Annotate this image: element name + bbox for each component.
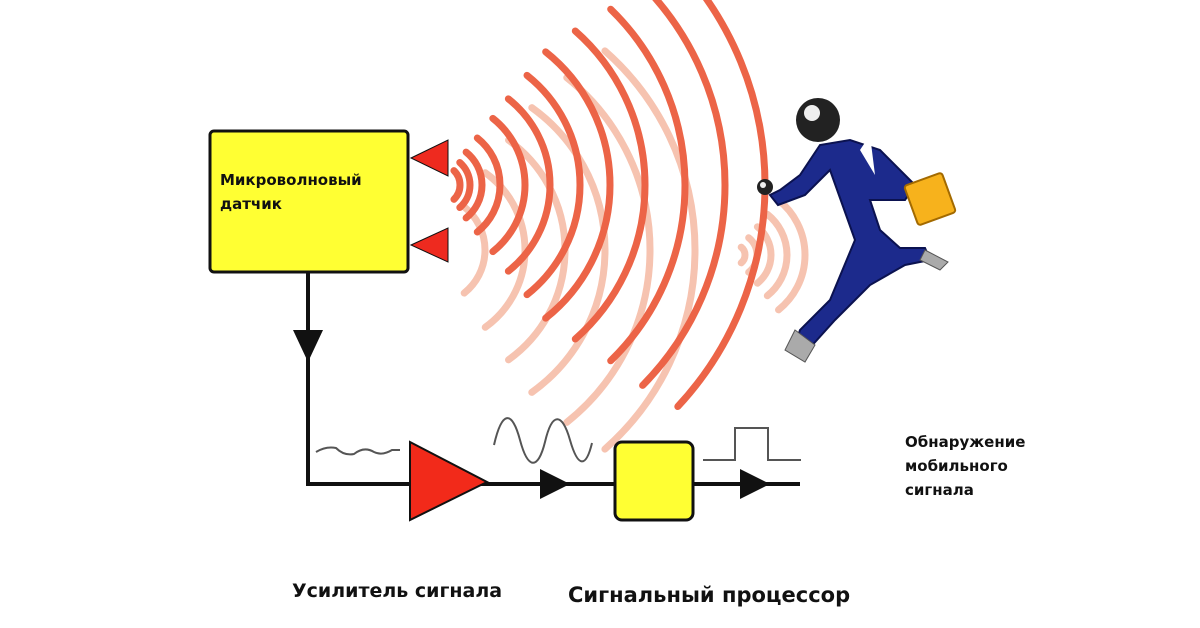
reflected-wave-arc (763, 210, 791, 300)
emitted-wave-arc (504, 95, 554, 275)
emitted-wave-arc (456, 158, 474, 212)
reflected-wave-arc (775, 196, 809, 314)
detection-label-line1: Обнаружение (905, 433, 1026, 451)
reflected-wave-arc (601, 47, 699, 453)
emitted-wave-arc (462, 148, 486, 222)
sensor-label: Микроволновый датчик (220, 168, 362, 216)
emitted-wave-arc (450, 167, 464, 203)
reflected-wave-arc (563, 74, 654, 426)
emitted-wave-arc (607, 5, 689, 365)
reflected-wave-arc (505, 136, 569, 364)
pulse-wave (703, 427, 801, 461)
amplifier-triangle (409, 440, 490, 522)
emitter-top (409, 139, 449, 177)
arrow-right-icon (740, 469, 770, 499)
reflected-wave-arc (528, 104, 609, 396)
detection-label-line2: мобильного (905, 457, 1008, 475)
processor-label: Сигнальный процессор (568, 583, 851, 607)
signal-processor-box (613, 440, 695, 522)
emitted-wave-arc (639, 0, 729, 389)
amplifier-label: Усилитель сигнала (292, 580, 503, 602)
sensor-label-line2: датчик (220, 195, 282, 213)
emitted-wave-arc (473, 134, 504, 236)
emitted-wave-arc (542, 48, 614, 322)
weak-signal-wave (315, 446, 400, 456)
sensor-label-line1: Микроволновый (220, 171, 362, 189)
amplified-sine-wave (493, 417, 593, 464)
arrow-right-icon (540, 469, 570, 499)
emitted-wave-arc (523, 71, 584, 299)
emitted-wave-arc (489, 114, 529, 256)
emitted-wave-arc (571, 27, 649, 343)
arrow-down-icon (293, 330, 323, 362)
running-person (757, 98, 957, 363)
detection-label: Обнаружение мобильного сигнала (905, 430, 1025, 502)
emitter-bottom (409, 227, 449, 263)
emitted-waves (450, 0, 769, 411)
detection-label-line3: сигнала (905, 481, 974, 499)
reflected-wave-arc (737, 243, 749, 267)
